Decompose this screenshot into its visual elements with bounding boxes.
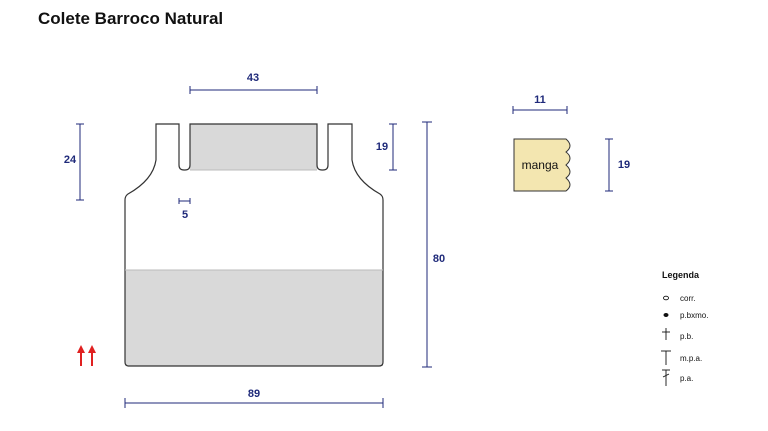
page-title: Colete Barroco Natural bbox=[38, 9, 224, 28]
legend: Legenda corr. p.bxmo. p.b. m.p.a. p.a. bbox=[661, 270, 708, 386]
single-crochet-icon bbox=[662, 328, 670, 340]
legend-item-label: p.bxmo. bbox=[680, 311, 708, 320]
legend-item-label: p.a. bbox=[680, 374, 693, 383]
dim-body-height bbox=[422, 121, 432, 368]
dim-strap-label: 5 bbox=[182, 209, 188, 221]
legend-item-label: m.p.a. bbox=[680, 354, 702, 363]
dim-neck-width-label: 43 bbox=[247, 72, 259, 84]
dim-strap bbox=[178, 198, 191, 204]
dim-body-width-label: 89 bbox=[248, 388, 260, 400]
lower-body-fill bbox=[125, 270, 383, 366]
half-double-crochet-icon bbox=[661, 350, 671, 365]
dim-body-width bbox=[124, 398, 384, 408]
up-arrows-icon bbox=[77, 345, 96, 366]
dim-sleeve-width bbox=[512, 106, 568, 114]
dim-sleeve-width-label: 11 bbox=[534, 94, 546, 106]
dim-sleeve-height-label: 19 bbox=[618, 159, 630, 171]
legend-item-label: corr. bbox=[680, 294, 696, 303]
dim-armhole-label: 24 bbox=[64, 154, 77, 166]
neck-fill bbox=[190, 124, 317, 170]
legend-title: Legenda bbox=[662, 270, 700, 280]
dim-sleeve-height bbox=[605, 138, 613, 192]
dim-neck-depth-label: 19 bbox=[376, 141, 388, 153]
sleeve-label: manga bbox=[522, 158, 559, 172]
sleeve-outline bbox=[513, 138, 571, 192]
vest-body-piece bbox=[124, 123, 384, 367]
double-crochet-icon bbox=[662, 369, 670, 386]
chain-icon bbox=[663, 295, 669, 301]
dim-neck-depth bbox=[389, 123, 397, 171]
dim-neck-width bbox=[189, 86, 318, 94]
dim-armhole bbox=[76, 123, 84, 201]
slip-stitch-icon bbox=[663, 313, 669, 317]
body-outline bbox=[124, 123, 384, 367]
dim-body-height-label: 80 bbox=[433, 253, 445, 265]
legend-item-label: p.b. bbox=[680, 332, 693, 341]
sleeve-piece bbox=[513, 138, 571, 192]
